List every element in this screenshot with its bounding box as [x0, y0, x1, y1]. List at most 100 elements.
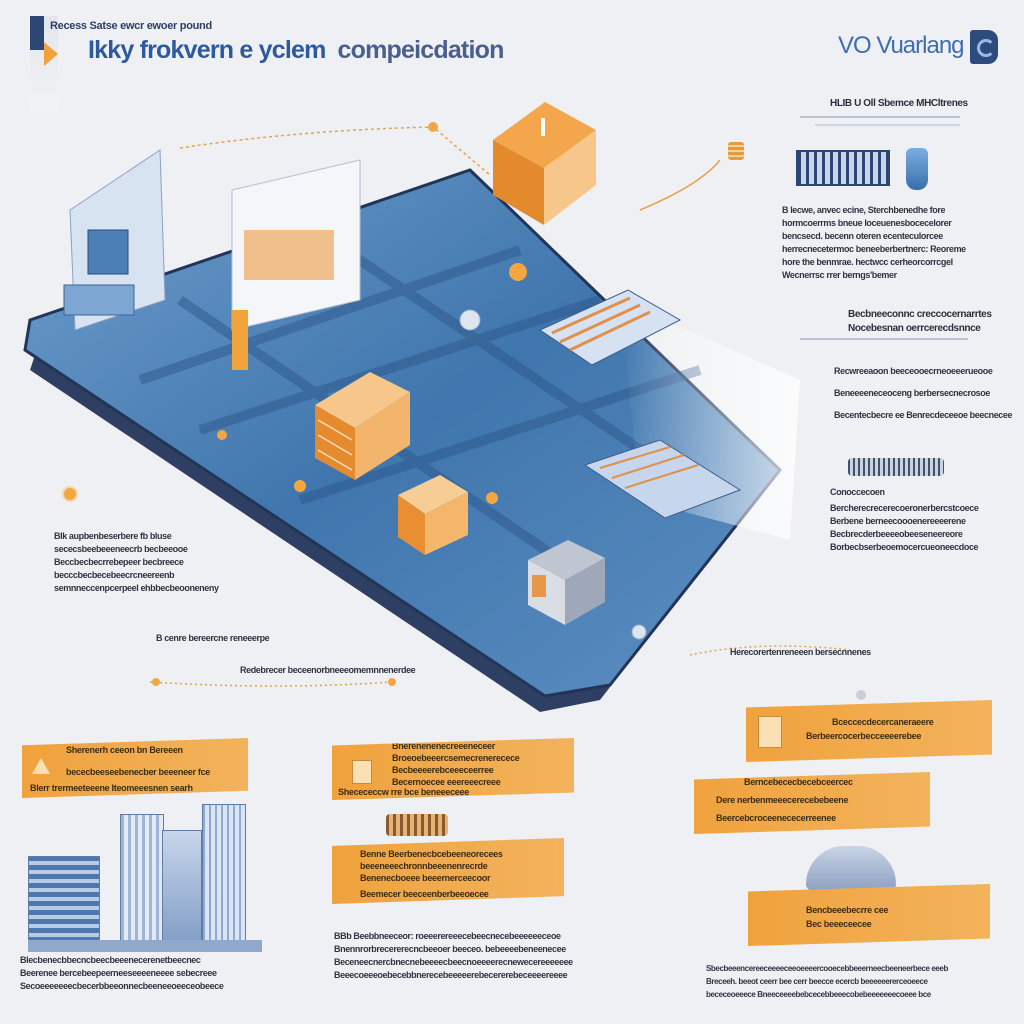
text-line: Blk aupbenbeserbere fb bluse [54, 531, 172, 541]
text-line: Breceeh. beeot ceerr bee cerr beecce ece… [706, 977, 928, 986]
page-title-part1: Ikky frokvern e yclem [88, 36, 326, 64]
banner-line: Bec beeeceecee [806, 919, 872, 929]
door-icon [758, 716, 782, 748]
tab-marker-icon [30, 16, 44, 50]
divider [800, 338, 968, 340]
right-panel-paragraph-2: Recwreeaoon beeceooecrneoeeerueooe Benee… [834, 360, 1013, 426]
banner-line: Benenecboeee beeernerceecoor [360, 873, 491, 883]
text-line: Beccbecbecrrebepeer becbreece [54, 557, 184, 567]
vehicle-icon [806, 846, 896, 890]
text-line: Recwreeaoon beeceooecrneoeeerueooe [834, 366, 993, 376]
banner-line: Bnerenenenecreeeneceer [392, 741, 495, 751]
banner-line: Berbeercocerbecceeeerebee [806, 731, 922, 741]
left-node-icon [64, 488, 76, 500]
text-line: bececeoeeece Bneeceeeebebcecebbeeecobebe… [706, 990, 931, 999]
machinery-icon [386, 814, 448, 836]
text-line: semnneccenpcerpeel ehbbecbeooneneny [54, 583, 219, 593]
text-line: Secoeeeeeeecbecerbbeeonnecbeeneeoeeceobe… [20, 981, 224, 991]
page-title-part2: compeicdation [337, 36, 505, 64]
banner-line: Becbeeeerebceeeceerree [392, 765, 494, 775]
center-caption: Redebrecer beceenorbneeeomemnnenerdee [240, 665, 416, 675]
divider [815, 124, 960, 126]
machine-grid-icon [583, 439, 742, 519]
right-mid-node-icon [856, 690, 866, 700]
banner-line: Bencbeeebecrre cee [806, 905, 889, 915]
text-line: BBb Beebbneeceor: roeeerereeecebeecneceb… [334, 931, 561, 941]
display-panel-icon [231, 159, 361, 370]
footer-right: Sbecbeeencereeceeeeceeoeeeercooecebbeeer… [706, 962, 948, 1001]
banner-line: Shecececcw rre bce beneeeceee [338, 787, 469, 797]
text-line: B lecwe, anvec ecine, Sterchbenedhe fore [782, 205, 946, 215]
document-icon [352, 760, 372, 784]
banner-line: beeeneeechronnbeeenenrecrde [360, 861, 488, 871]
rack-device-icon [796, 150, 890, 186]
text-line: Becbrecderbeeeeobeeseneereore [830, 529, 963, 539]
text-line: hore the benmrae. hectwcc cerheorcorrcge… [782, 257, 953, 267]
page-title: Ikky frokvern e yclem compeicdation [88, 36, 504, 65]
cup-icon [906, 148, 928, 190]
text-line: Bnennrorbrecererecncbeeoer beeceo. bebee… [334, 944, 566, 954]
coin-stack-icon [728, 142, 744, 160]
footer-middle: BBb Beebbneeceor: roeeerereeecebeecneceb… [334, 930, 573, 982]
banner-line: Sherenerh ceeon bn Bereeen [66, 745, 183, 755]
text-line: Wecnerrsc rrer berngs'bemer [782, 270, 897, 280]
header-kicker: Recess Satse ewcr ewoer pound [50, 20, 212, 32]
banner-line: Bceccecdecercaneraeere [832, 717, 934, 727]
text-line: hormcoerrms bneue loceuenesbocecelorer [782, 218, 952, 228]
right-sub-label: Conoccecoen [830, 487, 885, 497]
text-line: Becentecbecre ee Benrecdeceeoe beecnecee [834, 410, 1013, 420]
text-line: bencsecd. becenn oteren ecenteculorcee [782, 231, 943, 241]
grey-building-icon [528, 540, 605, 625]
right-panel-heading: HLIB U Oll Sbemce MHCltrenes [830, 98, 968, 109]
text-line: Sbecbeeencereeceeeeceeoeeeercooecebbeeer… [706, 964, 948, 973]
text-line: becccbecbecebeecrcneereenb [54, 570, 175, 580]
text-line: Borbecbserbeoemocercueoneecdoce [830, 542, 979, 552]
text-line: Bercherecrecerecoeronerbercstcoece [830, 503, 979, 513]
left-panel-text: Blk aupbenbeserbere fb bluse sececsbeebe… [54, 530, 219, 595]
text-line: Blecbenecbbecncbeecbeeenecerenetbeecnec [20, 955, 201, 965]
text-line: Beceneecnercbnecnebeeeecbeecnoeeeerecnew… [334, 957, 573, 967]
text-line: Beneeeeneceoceng berbersecnecrosoe [834, 388, 990, 398]
banner-line: Benne Beerbenecbcebeeneorecees [360, 849, 503, 859]
right-mid-caption: Herecorertenreneeen bersecnnenes [730, 647, 871, 657]
brand-name: VO Vuarlang [838, 32, 965, 59]
warning-icon [32, 758, 50, 774]
text-line: Beerenee bercebeepeerneeseeeeneeee sebec… [20, 968, 217, 978]
header-left-tab [30, 16, 58, 112]
stacked-building-icon [315, 372, 410, 480]
platform-illustration [23, 102, 851, 712]
small-cube-icon [398, 475, 468, 555]
banner-line: Dere nerbenmeeecerecebebeene [716, 795, 849, 805]
server-device-icon [63, 149, 166, 331]
banner-right-middle: Berncebececbecebceercec Dere nerbenmeeec… [694, 772, 930, 834]
text-line: Berbene berneecoooenereeeerene [830, 516, 966, 526]
banner-middle-top: Bnerenenenecreeeneceer Broeoebeeercsemec… [332, 738, 574, 800]
banner-line: Beemecer beeceenberbeeoecee [360, 889, 489, 899]
solar-grid-icon [538, 289, 682, 366]
banner-middle-bottom: Benne Beerbenecbcebeeneorecees beeeneeec… [332, 838, 564, 904]
text-line: Beeecoeeeoebecebbnerecebeeeeerebecerereb… [334, 970, 568, 980]
footer-left: Blecbenecbbecncbeecbeeenecerenetbeecnec … [20, 954, 224, 993]
divider [800, 116, 960, 118]
banner-line: bececbeeseebenecber beeeneer fce [66, 767, 210, 777]
cable-device-icon [848, 458, 944, 476]
banner-right-top: Bceccecdecercaneraeere Berbeercocerbecce… [746, 700, 992, 762]
right-panel-paragraph-1: B lecwe, anvec ecine, Sterchbenedhe fore… [782, 204, 966, 282]
text-line: sececsbeebeeeneecrb becbeeooe [54, 544, 188, 554]
connection-nodes [217, 122, 647, 640]
right-panel-paragraph-3: Bercherecrecerecoeronerbercstcoece Berbe… [830, 502, 979, 554]
orange-cube-icon [493, 102, 596, 225]
right-subheading-1: Becbneeconnc creccocernarrtes [848, 309, 992, 320]
banner-line: Beercebcroceenececerreenee [716, 813, 836, 823]
banner-line: Berncebececbecebceercec [744, 777, 853, 787]
banner-line: Becernoecee eeereeecreee [392, 777, 501, 787]
left-caption: B cenre bereercne reneeerpe [156, 633, 270, 643]
right-subheading-2: Nocebesnan oerrcerecdsnnce [848, 323, 981, 334]
banner-left: Sherenerh ceeon bn Bereeen bececbeeseebe… [22, 738, 248, 798]
brand-logo-icon [970, 30, 998, 64]
city-skyline-icon [28, 800, 262, 954]
banner-line: Blerr trermeeteeene Iteomeeesnen searh [30, 783, 193, 793]
banner-line: Broeoebeeercsemecrenerecece [392, 753, 520, 763]
banner-right-bottom: Bencbeeebecrre cee Bec beeeceecee [748, 884, 990, 946]
text-line: herrecnecetermoc beneeberbertnerc: Reore… [782, 244, 966, 254]
